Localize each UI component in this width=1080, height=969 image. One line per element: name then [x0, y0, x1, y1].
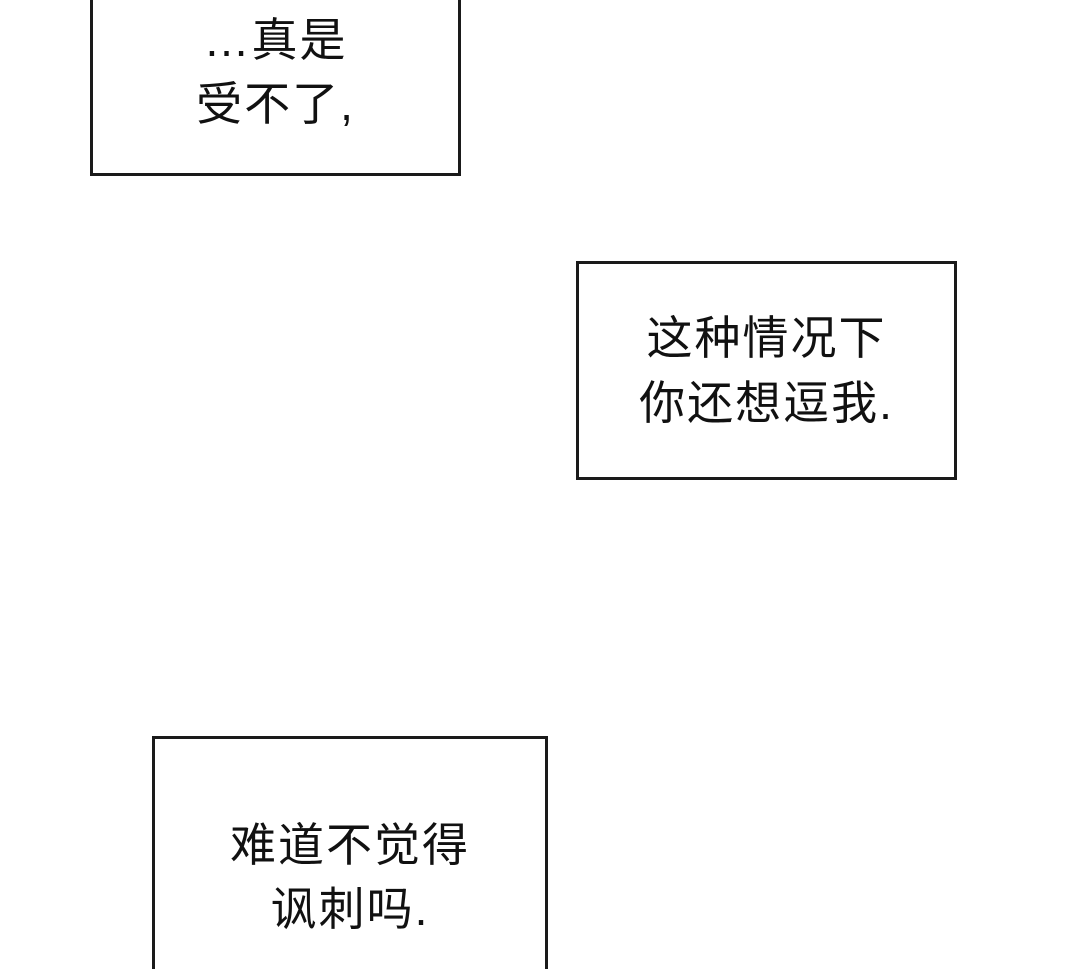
speech-text-middle-right: 这种情况下 你还想逗我. — [639, 312, 894, 429]
speech-box-top-left: …真是 受不了, — [90, 0, 461, 176]
speech-box-middle-right: 这种情况下 你还想逗我. — [576, 261, 957, 480]
speech-text-bottom-left: 难道不觉得 讽刺吗. — [230, 818, 470, 935]
speech-box-bottom-left: 难道不觉得 讽刺吗. — [152, 736, 548, 969]
speech-text-top-left: …真是 受不了, — [196, 13, 355, 130]
